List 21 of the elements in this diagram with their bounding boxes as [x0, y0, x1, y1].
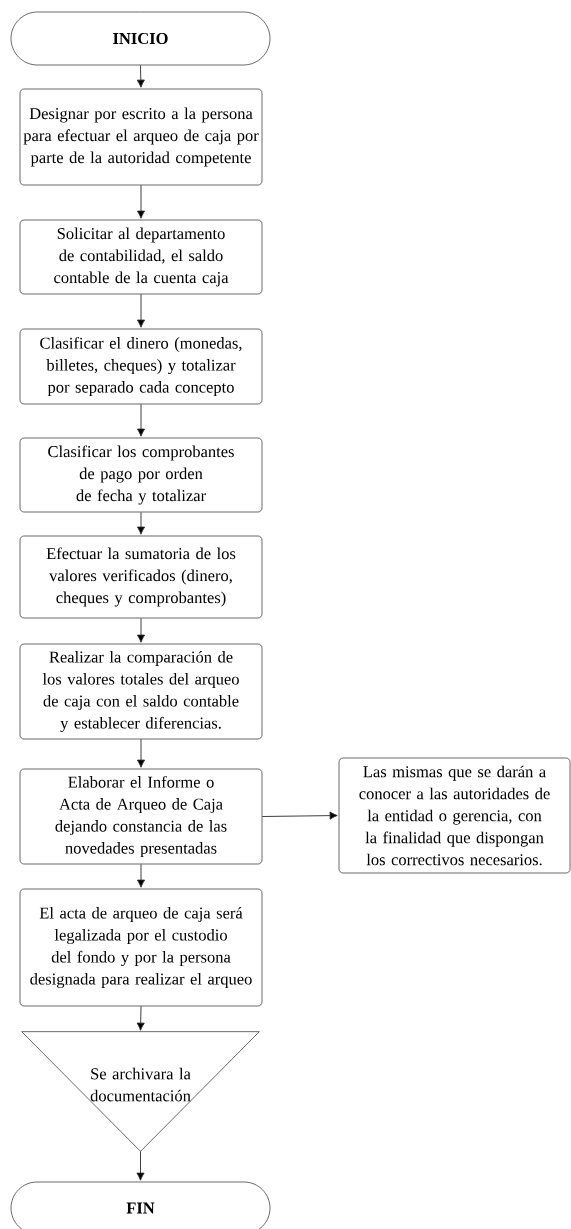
process-box: Efectuar la sumatoria de los valores verificados (dinero, cheques y comprobantes)	[19, 535, 263, 619]
process-box: Realizar la comparación de los valores totales del arqueo de caja con el saldo contable y establecer diferencias.	[19, 643, 263, 740]
arrow	[136, 1005, 145, 1031]
process-box: Solicitar al departamento de contabilidad, el saldo contable de la cuenta caja	[19, 219, 263, 295]
process-box: Clasificar el dinero (monedas, billetes, cheques) y totalizar por separado cada concepto	[19, 328, 263, 405]
arrow	[136, 738, 146, 768]
arrow	[136, 617, 146, 643]
process-box: Las mismas que se darán a conocer a las autoridades de la entidad o gerencia, con la finalidad que dispongan los correctivos necesarios.	[338, 757, 571, 874]
arrow	[136, 64, 145, 88]
process-box: Clasificar los comprobantes de pago por orden de fecha y totalizar	[19, 437, 263, 513]
arrow	[136, 184, 146, 219]
arrow	[136, 403, 146, 437]
process-box: El acta de arqueo de caja será legalizada por el custodio del fondo y por la persona designada para realizar el arqueo	[19, 888, 263, 1007]
arrow	[136, 1150, 145, 1181]
archive-triangle: Se archivara la documentación	[21, 1031, 260, 1152]
arrow	[136, 511, 146, 535]
process-box: Elaborar el Informe o Acta de Arqueo de Caja dejando constancia de las novedades presentadas	[19, 768, 263, 865]
arrow	[136, 863, 146, 888]
process-box: Designar por escrito a la persona para efectuar el arqueo de caja por parte de la autoridad competente	[19, 88, 263, 186]
arrow	[261, 811, 338, 820]
arrow	[136, 293, 146, 328]
